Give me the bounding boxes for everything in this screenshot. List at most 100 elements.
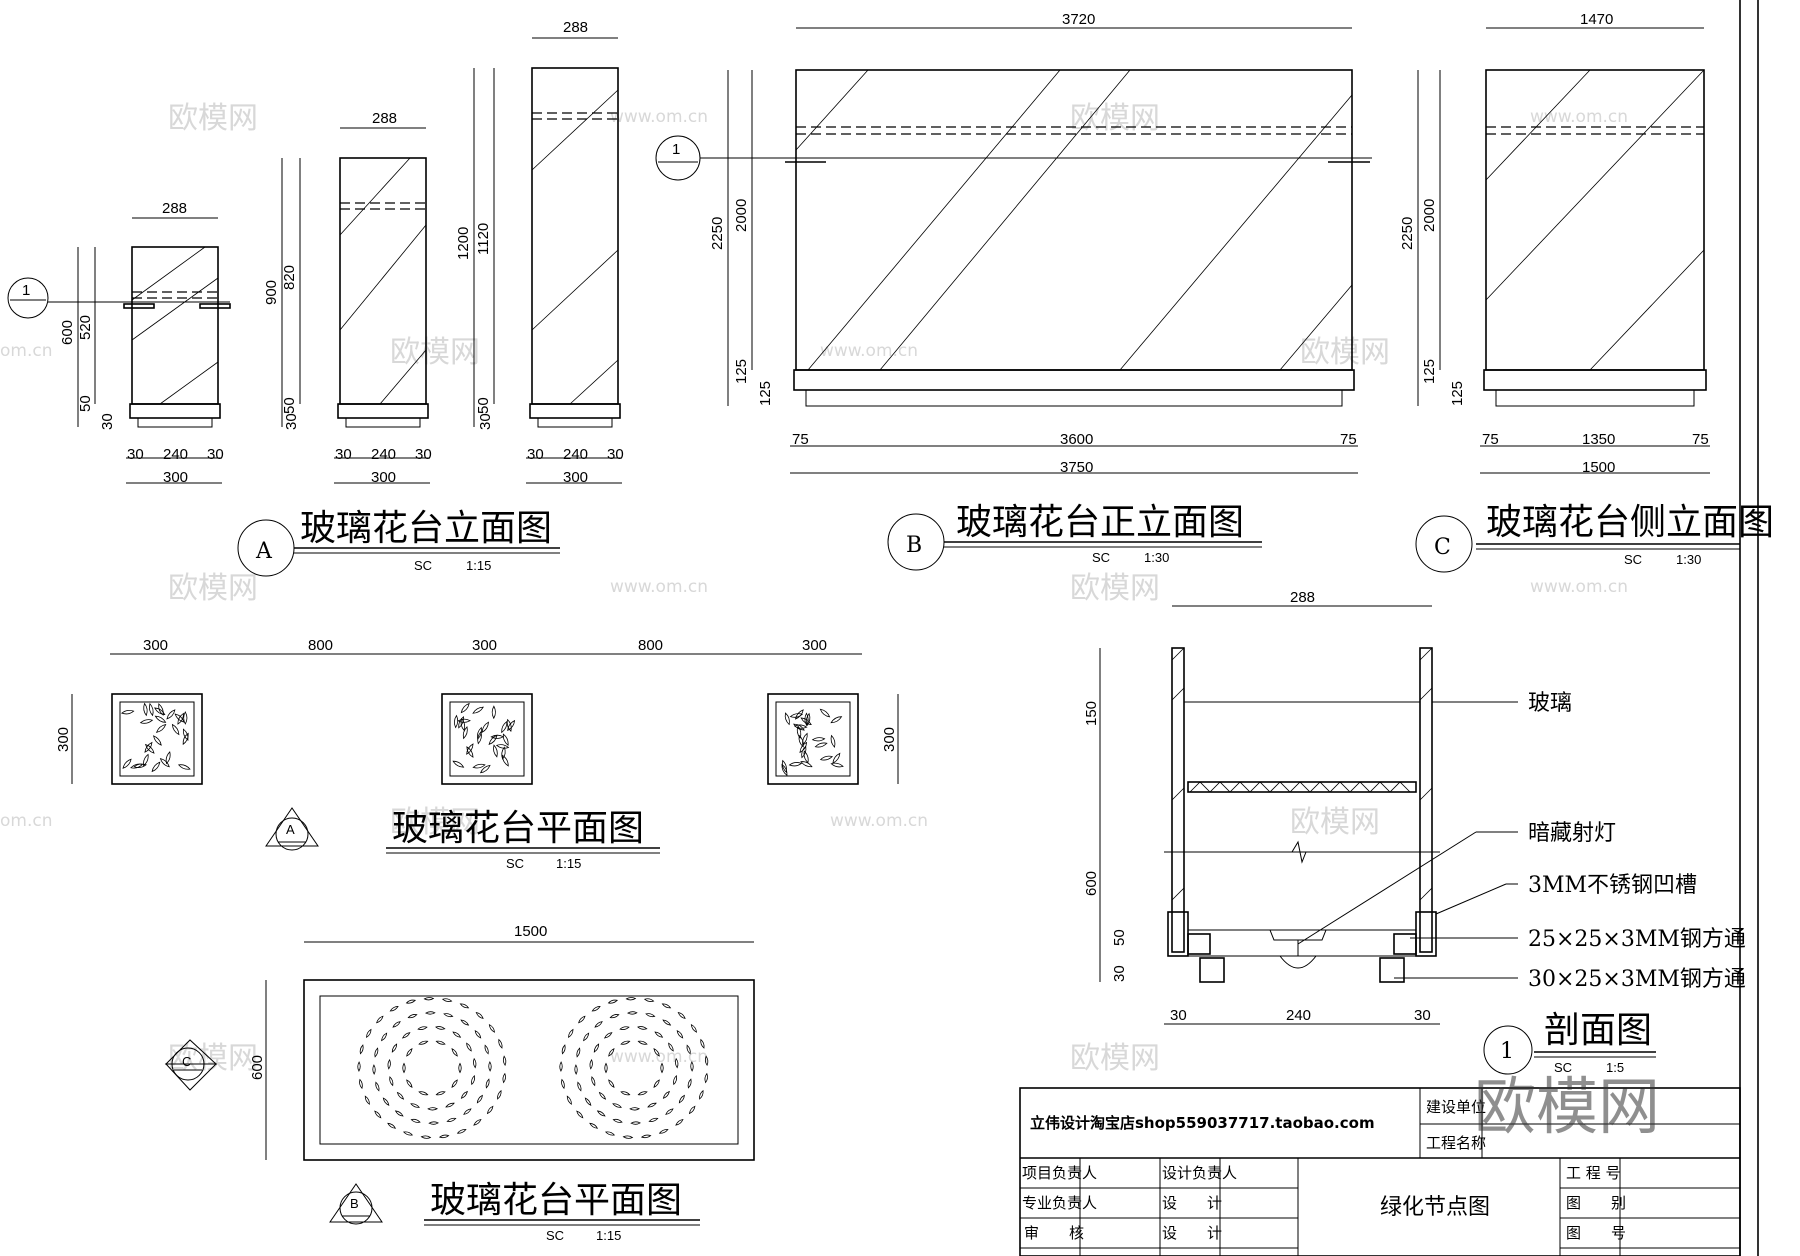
leaf-shape [803, 750, 809, 764]
leaf-shape [589, 1122, 599, 1129]
leaf-shape [660, 1062, 664, 1074]
leaf-shape [699, 1089, 704, 1100]
watermark-logo: 欧模网 [390, 335, 480, 370]
leaf-shape [166, 709, 176, 720]
leaf-shape [607, 999, 618, 1004]
leaf-shape [435, 1026, 446, 1030]
leaf-shape [637, 1026, 648, 1030]
leaf-shape [391, 1043, 398, 1053]
leaf-shape [174, 713, 185, 723]
corner-watermark-logo: 欧模网 [1474, 1070, 1660, 1143]
svg-text:300: 300 [563, 469, 588, 486]
leaf-shape [159, 758, 170, 768]
leaf-shape [484, 1044, 489, 1055]
svg-text:288: 288 [372, 110, 397, 127]
svg-text:C: C [182, 1054, 191, 1069]
svg-text:30: 30 [283, 413, 300, 430]
leaf-shape [405, 999, 416, 1004]
leaf-shape [165, 751, 171, 765]
leaf-shape [460, 702, 470, 714]
planter-outline [767, 693, 859, 785]
svg-text:设 计: 设 计 [1162, 1194, 1222, 1212]
svg-text:图 别: 图 别 [1566, 1194, 1626, 1212]
leaf-shape [493, 744, 498, 758]
svg-text:1: 1 [22, 282, 30, 299]
leaf-shape [568, 1028, 574, 1038]
leaf-shape [609, 1014, 620, 1019]
svg-text:288: 288 [1290, 589, 1315, 606]
svg-text:1120: 1120 [475, 223, 492, 255]
leaf-shape [151, 761, 161, 773]
leaf-shape [583, 1032, 590, 1042]
leaf-shape [155, 723, 167, 733]
watermark-logo: 欧模网 [1070, 101, 1160, 136]
watermark-logo: 欧模网 [1070, 571, 1160, 606]
leaf-shape [143, 702, 148, 717]
svg-text:300: 300 [371, 469, 396, 486]
leaf-shape [688, 1105, 696, 1115]
label-steel-tube-25: 25×25×3MM钢方通 [1528, 927, 1746, 952]
leaf-shape [381, 1032, 388, 1042]
svg-text:75: 75 [1340, 431, 1357, 448]
svg-text:30: 30 [1414, 1007, 1431, 1024]
svg-text:B: B [350, 1196, 359, 1211]
svg-text:1:15: 1:15 [556, 856, 581, 871]
leaf-shape [466, 746, 474, 758]
leaf-shape [506, 718, 512, 732]
watermark-logo: 欧模网 [390, 805, 480, 840]
svg-text:1: 1 [672, 141, 680, 158]
svg-text:125: 125 [757, 381, 774, 406]
leaf-shape [630, 1121, 641, 1125]
leaf-shape [472, 706, 484, 714]
svg-text:75: 75 [1692, 431, 1709, 448]
leaf-shape [598, 1091, 607, 1100]
svg-text:SC: SC [1554, 1060, 1572, 1075]
watermark-logo: 欧模网 [1070, 1041, 1160, 1076]
project-name-label: 工程名称 [1426, 1134, 1486, 1152]
leaf-shape [789, 713, 804, 718]
leaf-shape [401, 1032, 411, 1039]
leaf-shape [802, 732, 808, 746]
svg-text:剖面图: 剖面图 [1544, 1010, 1652, 1051]
leaf-shape [502, 1055, 507, 1067]
svg-text:288: 288 [563, 19, 588, 36]
leaf-shape [387, 1058, 391, 1070]
svg-text:50: 50 [1111, 929, 1128, 946]
leaf-shape [133, 763, 147, 768]
leaf-shape [800, 761, 813, 768]
leaf-shape [577, 1081, 582, 1092]
leaf-shape [459, 1003, 470, 1009]
leaf-shape [819, 755, 834, 761]
svg-text:2250: 2250 [1399, 217, 1416, 250]
leaf-shape [637, 1040, 648, 1045]
svg-text:600: 600 [1083, 871, 1100, 896]
leaf-shape [502, 1072, 506, 1084]
leaf-shape [501, 746, 506, 760]
view-marker-c: C [164, 1039, 218, 1091]
leaf-shape [676, 1030, 684, 1039]
leaf-shape [619, 1026, 630, 1030]
leaf-shape [375, 1081, 380, 1092]
elevation-b: 1 3720 2250 2000 125 125 75 3600 75 3750 [655, 11, 1372, 571]
svg-text:1: 1 [1500, 1039, 1514, 1064]
leaf-shape [418, 1091, 429, 1096]
leaf-shape [781, 759, 787, 773]
planter-outline [111, 693, 203, 785]
leaf-shape [183, 711, 188, 725]
leaf-shape [647, 1102, 657, 1108]
leaf-shape [454, 714, 459, 729]
leaf-shape [357, 1061, 361, 1072]
leaf-shape [801, 745, 807, 759]
leaf-shape [576, 1047, 581, 1058]
leaf-shape [502, 754, 509, 767]
leaf-shape [374, 1110, 382, 1119]
svg-text:30: 30 [127, 446, 144, 463]
svg-text:A: A [286, 822, 295, 837]
leaf-shape [443, 1013, 454, 1018]
leaf-shape [830, 734, 836, 748]
leaf-shape [392, 1021, 401, 1028]
leaf-shape [814, 742, 828, 748]
svg-text:SC: SC [506, 856, 524, 871]
watermark-url: www.om.cn [1530, 107, 1628, 127]
leaf-shape [643, 998, 655, 1002]
